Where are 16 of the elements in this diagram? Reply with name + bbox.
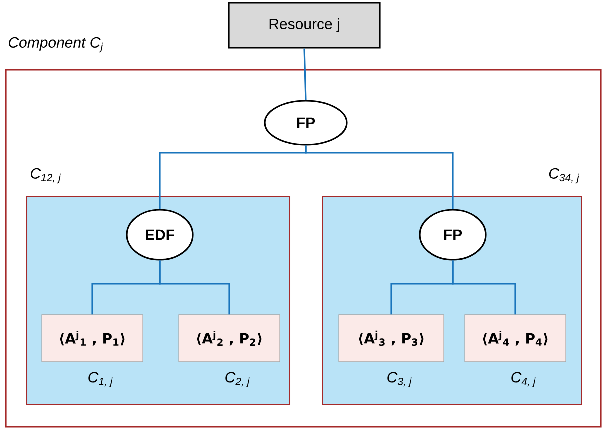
task-label: C$_{1, j}$ <box>88 372 113 388</box>
connector-line <box>159 260 230 315</box>
task-box: ⟨A$^{j}$$_{1}$ , P$_{1}$⟩ <box>42 314 144 362</box>
box-heading: Component C$_{j}$ <box>9 37 104 53</box>
task-label: C$_{2, j}$ <box>226 372 250 388</box>
task-box: ⟨A$^{j}$$_{4}$ , P$_{4}$⟩ <box>464 314 566 362</box>
task-label: C$_{4, j}$ <box>512 372 536 388</box>
box-heading: C$_{12, j}$ <box>31 168 62 184</box>
connector-line <box>304 48 307 100</box>
box-heading: C$_{34, j}$ <box>549 168 580 184</box>
connector-line <box>452 260 516 315</box>
task-box: ⟨A$^{j}$$_{3}$ , P$_{3}$⟩ <box>338 314 444 362</box>
task-label: C$_{3, j}$ <box>388 372 412 388</box>
connector-line <box>305 146 454 210</box>
resource-box: Resource j <box>228 2 381 49</box>
task-box: ⟨A$^{j}$$_{2}$ , P$_{2}$⟩ <box>178 314 280 362</box>
